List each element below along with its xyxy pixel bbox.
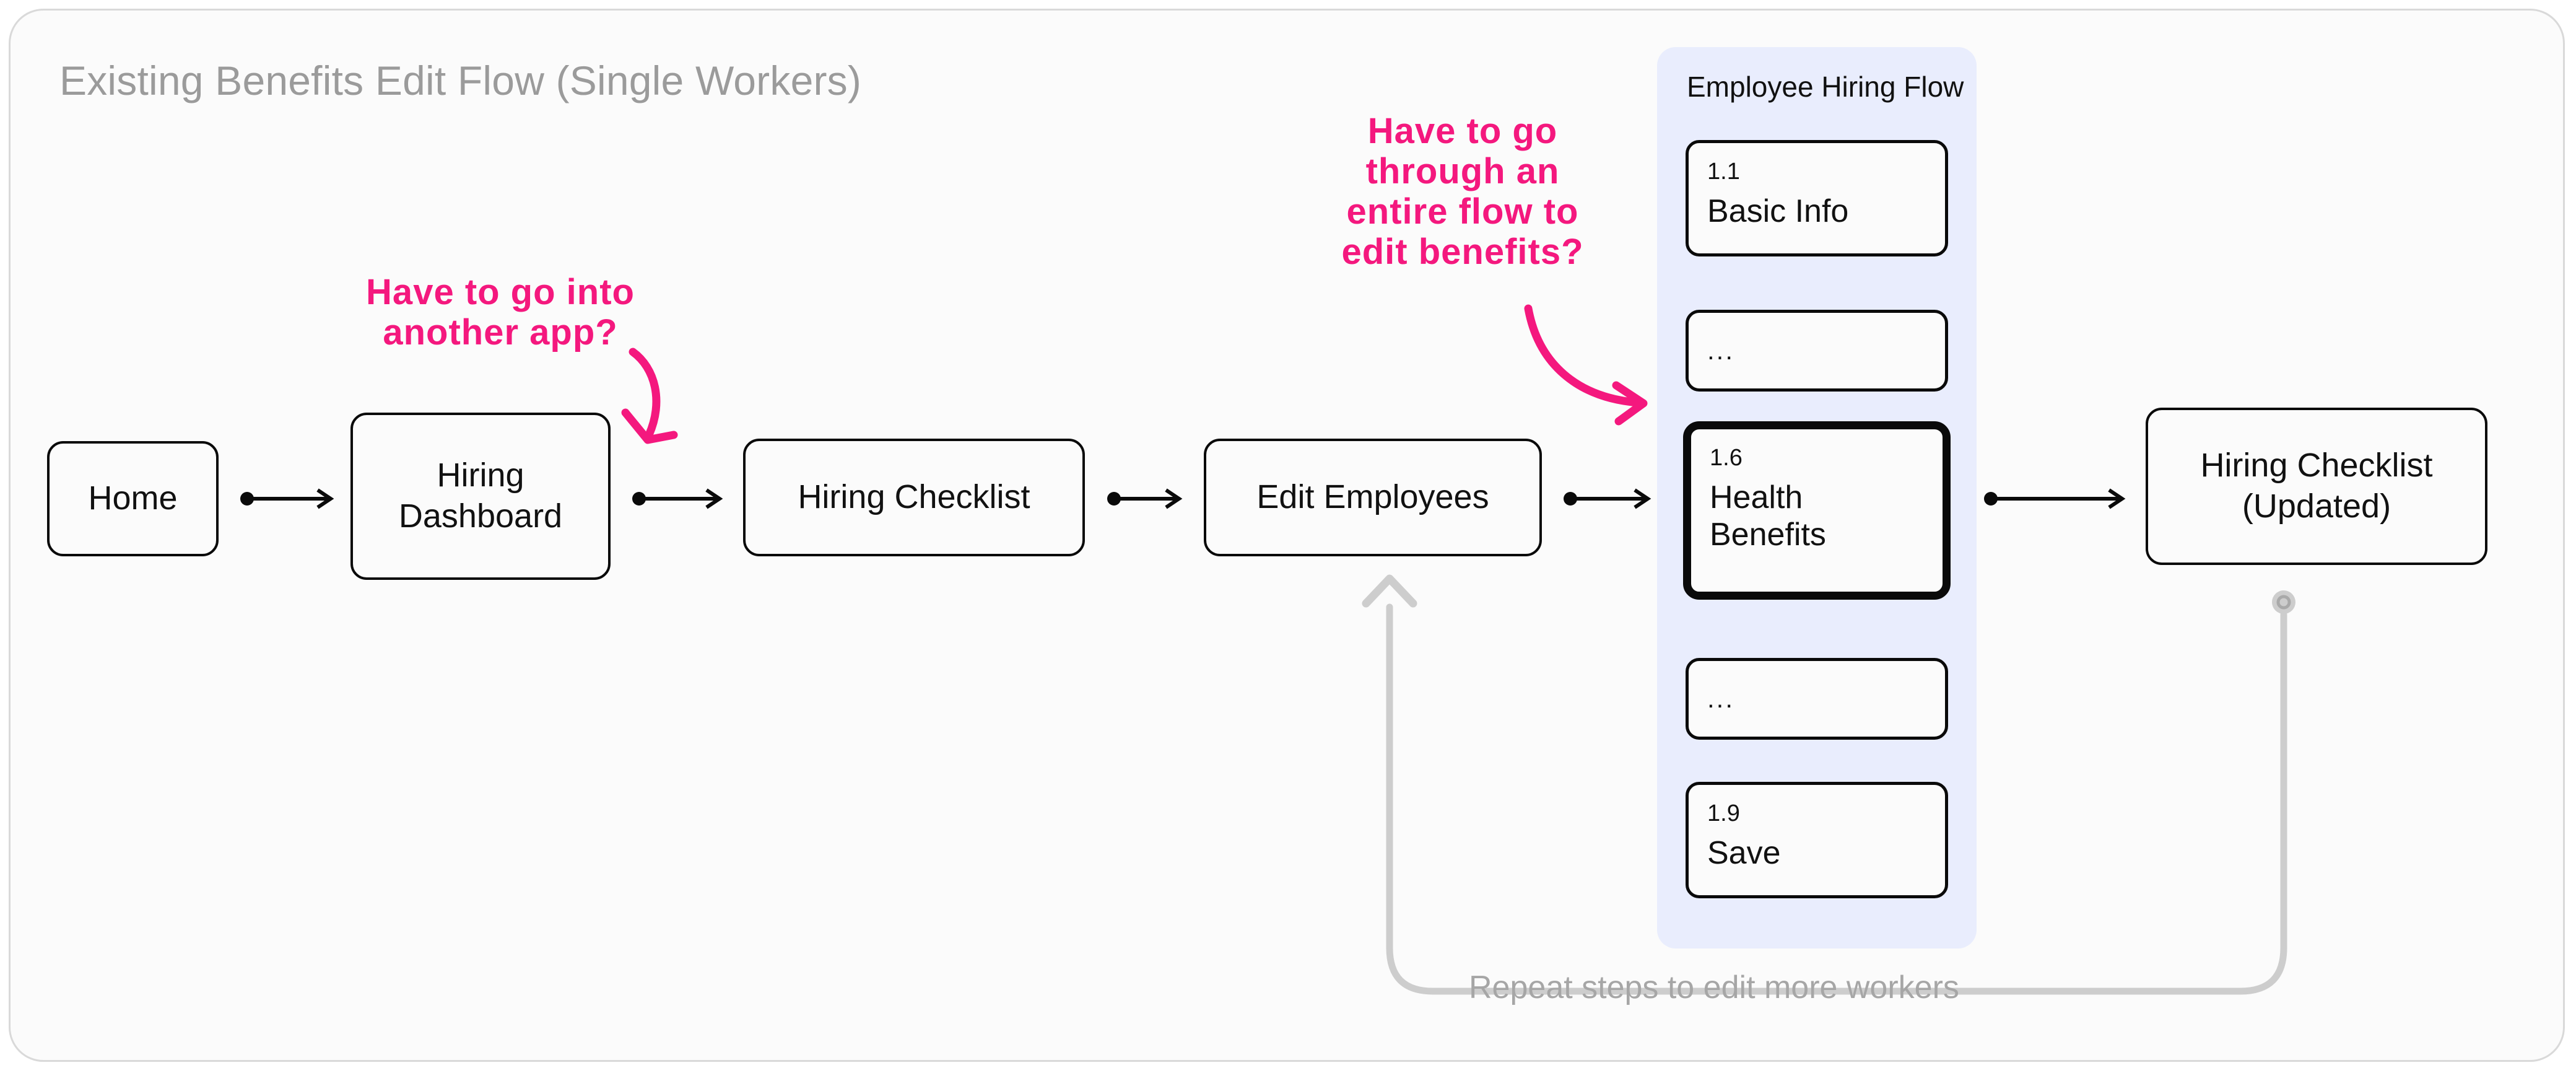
hiring-step-name-line-2: Benefits bbox=[1710, 516, 1826, 553]
line-2: Dashboard bbox=[398, 497, 563, 535]
flow-node-home-label: Home bbox=[88, 480, 178, 517]
hiring-step-name: Save bbox=[1707, 834, 1781, 871]
flow-node-hiring-checklist[interactable]: Hiring Checklist bbox=[743, 439, 1085, 556]
annotation-another-app: Have to go into another app? bbox=[339, 272, 661, 353]
dot-line-arrow-icon bbox=[1563, 486, 1656, 511]
flow-node-edit-employees[interactable]: Edit Employees bbox=[1204, 439, 1542, 556]
flow-node-hiring-checklist-label: Hiring Checklist bbox=[798, 478, 1030, 516]
flow-node-hiring-checklist-updated[interactable]: Hiring Checklist (Updated) bbox=[2146, 408, 2487, 565]
page-title: Existing Benefits Edit Flow (Single Work… bbox=[59, 58, 862, 103]
annotation-entire-flow: Have to go through an entire flow to edi… bbox=[1320, 111, 1605, 273]
ellipsis-icon: ... bbox=[1707, 336, 1735, 365]
ellipsis-icon: ... bbox=[1707, 684, 1735, 713]
hiring-step-card-ellipsis-lower[interactable]: ... bbox=[1686, 658, 1948, 740]
flow-node-hiring-dashboard-label: Hiring Dashboard bbox=[399, 455, 562, 537]
hiring-step-number: 1.1 bbox=[1707, 159, 1740, 185]
hiring-step-number: 1.9 bbox=[1707, 800, 1740, 826]
hiring-step-card-save[interactable]: 1.9 Save bbox=[1686, 782, 1948, 898]
flow-node-hiring-checklist-updated-label: Hiring Checklist (Updated) bbox=[2200, 445, 2432, 527]
flow-node-home[interactable]: Home bbox=[47, 441, 219, 556]
curved-arrow-down-right-icon bbox=[1517, 304, 1666, 427]
hiring-step-card-ellipsis-upper[interactable]: ... bbox=[1686, 310, 1948, 392]
dot-line-arrow-icon bbox=[1983, 486, 2130, 511]
annotation-line-1: Have to go into bbox=[366, 272, 635, 312]
hiring-step-name-line-1: Health bbox=[1710, 479, 1803, 515]
dot-line-arrow-icon bbox=[240, 486, 339, 511]
annotation-line-2: another app? bbox=[383, 312, 618, 353]
line-1: Hiring Checklist bbox=[2200, 447, 2433, 484]
repeat-loop-caption: Repeat steps to edit more workers bbox=[1469, 970, 1959, 1005]
employee-hiring-flow-title: Employee Hiring Flow bbox=[1687, 71, 1964, 103]
annotation-line-3: entire flow to bbox=[1346, 191, 1579, 232]
annotation-line-1: Have to go bbox=[1367, 111, 1558, 151]
hiring-step-card-basic-info[interactable]: 1.1 Basic Info bbox=[1686, 140, 1948, 256]
hiring-step-number: 1.6 bbox=[1710, 445, 1743, 471]
annotation-line-2: through an bbox=[1365, 151, 1560, 191]
flow-node-edit-employees-label: Edit Employees bbox=[1256, 478, 1489, 516]
hiring-step-name: Basic Info bbox=[1707, 193, 1849, 229]
flow-node-hiring-dashboard[interactable]: Hiring Dashboard bbox=[350, 413, 611, 580]
dot-line-arrow-icon bbox=[632, 486, 728, 511]
annotation-line-4: edit benefits? bbox=[1341, 231, 1584, 272]
line-1: Hiring bbox=[437, 457, 524, 494]
dot-line-arrow-icon bbox=[1107, 486, 1187, 511]
curved-arrow-down-left-icon bbox=[607, 347, 687, 465]
repeat-loop-connector bbox=[1362, 570, 2310, 1028]
line-2: (Updated) bbox=[2242, 488, 2391, 525]
hiring-step-card-health-benefits[interactable]: 1.6 Health Benefits bbox=[1683, 421, 1951, 600]
